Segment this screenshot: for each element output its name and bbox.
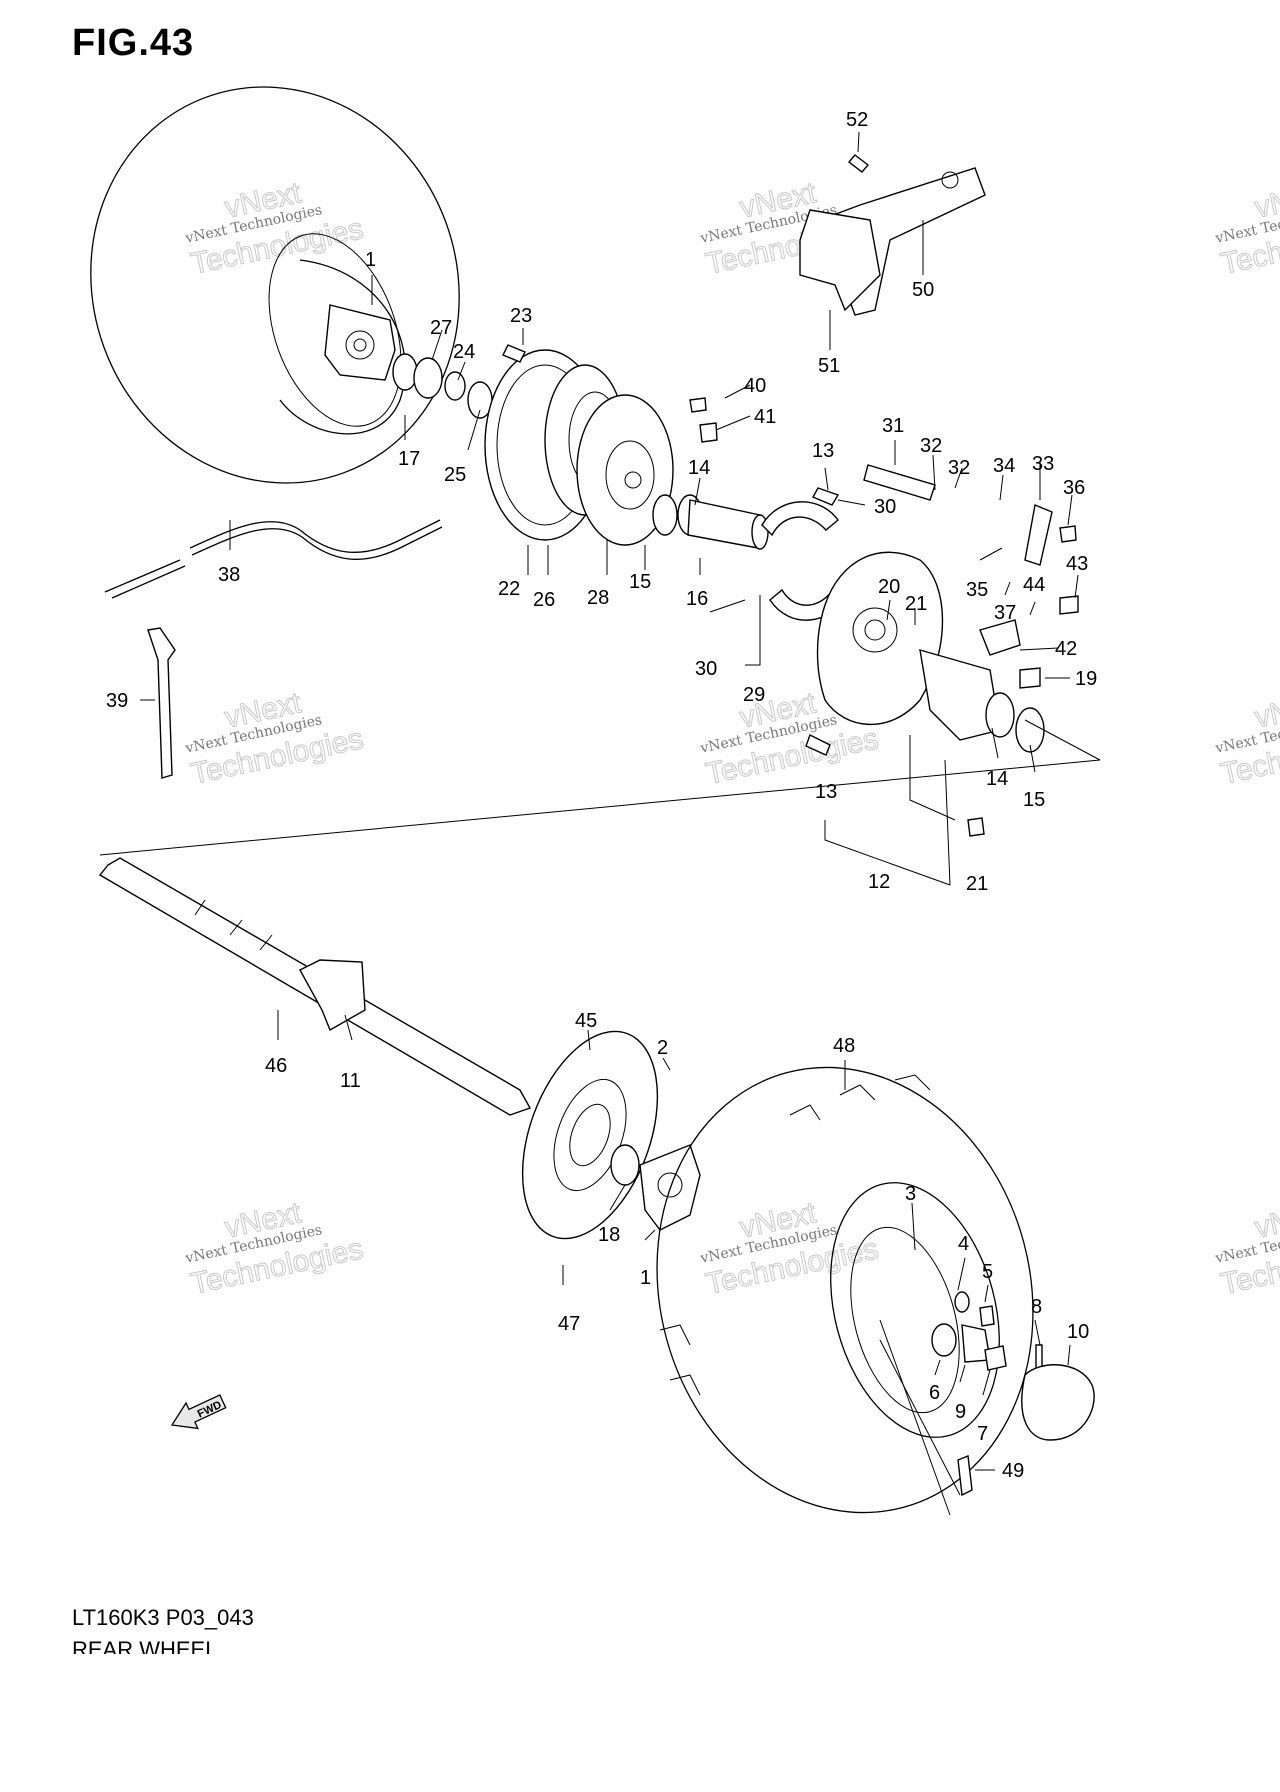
callout: 28 [587,587,609,609]
callout: 38 [218,564,240,586]
callout: 2 [657,1037,668,1059]
watermark: Technologies vNext Technologies vNext [183,176,366,282]
callout: 51 [818,355,840,377]
seal-sleeve [652,494,769,550]
wheel-hub-top [324,304,396,381]
svg-text:FWD: FWD [196,1399,224,1420]
callout: 50 [912,279,934,301]
callout: 34 [993,455,1015,477]
watermark: Technologies vNext Technologies vNext [183,1196,366,1302]
brake-panel [816,551,1001,741]
callout: 14 [688,457,710,479]
axle-cap [1021,1364,1095,1441]
callout: 21 [966,873,988,895]
callout: 32 [920,435,942,457]
callout: 26 [533,589,555,611]
callout: 46 [265,1055,287,1077]
callout: 8 [1031,1296,1042,1318]
callout: 16 [686,588,708,610]
leader-frame [99,719,1101,886]
watermark: Technologies vNext Technologies vNext [698,1196,881,1302]
callout: 9 [955,1401,966,1423]
callout: 6 [929,1382,940,1404]
callout: 30 [874,496,896,518]
callout: 36 [1063,477,1085,499]
callout: 20 [878,576,900,598]
rear-axle [98,857,532,1116]
watermark: Technologies vNext Technologies vNext [1213,1196,1280,1302]
callout: 10 [1067,1321,1089,1343]
svg-text:vNext: vNext [1252,686,1280,734]
rear-tire-left [656,1066,1034,1514]
brake-cable [104,519,443,599]
model-code: LT160K3 P03_043 [72,1605,254,1630]
callout: 1 [640,1267,651,1289]
callout: 52 [846,109,868,131]
callout: 30 [695,658,717,680]
callout: 23 [510,305,532,327]
callout: 31 [882,415,904,437]
figure-title: FIG.43 [72,22,195,64]
callout: 29 [743,684,765,706]
callout: 41 [754,406,776,428]
callout: 44 [1023,574,1045,596]
callout: 37 [994,602,1016,624]
callout: 17 [398,448,420,470]
callout-labels: 52 50 51 1 27 24 17 25 23 40 41 14 22 26… [106,109,1097,1482]
spacer-set [392,353,493,419]
callout: 45 [575,1010,597,1032]
svg-text:vNext: vNext [1252,176,1280,224]
callout: 13 [812,440,834,462]
callout: 40 [744,375,766,397]
swing-arm-bracket [799,167,986,316]
fwd-arrow: FWD [170,1394,227,1430]
callout: 1 [365,249,376,271]
callout: 7 [977,1423,988,1445]
callout: 18 [598,1224,620,1246]
callout: 21 [905,593,927,615]
callout: 33 [1032,453,1054,475]
callout: 11 [340,1070,361,1092]
callout: 39 [106,690,128,712]
callout: 19 [1075,668,1097,690]
callout: 22 [498,578,520,600]
callout: 32 [948,457,970,479]
figure-name: REAR WHEEL [72,1637,218,1654]
callout: 43 [1066,553,1088,575]
callout: 42 [1055,638,1077,660]
callout: 49 [1002,1460,1024,1482]
svg-text:vNext: vNext [1252,1196,1280,1244]
drum-cover [576,394,674,546]
callout: 13 [815,781,837,803]
callout: 48 [833,1035,855,1057]
callout: 25 [444,464,466,486]
leader-lines [140,131,1079,1516]
callout: 24 [453,341,475,363]
callout: 12 [868,871,890,893]
seal-right [985,692,1045,753]
callout: 15 [629,571,651,593]
air-valve [957,1455,973,1497]
bolt-group [502,154,1079,837]
callout: 15 [1023,789,1045,811]
watermark: Technologies vNext Technologies vNext [1213,686,1280,792]
watermark: Technologies vNext Technologies vNext [1213,176,1280,282]
callout: 4 [958,1233,969,1255]
watermark: Technologies vNext Technologies vNext [183,686,366,792]
callout: 35 [966,579,988,601]
callout: 3 [905,1183,916,1205]
callout: 14 [986,768,1008,790]
callout: 5 [982,1261,993,1283]
cable-clamp [147,627,176,779]
brake-cam [863,464,1053,656]
callout: 27 [430,317,452,339]
callout: 47 [558,1313,580,1335]
rear-tire-right [90,86,460,484]
